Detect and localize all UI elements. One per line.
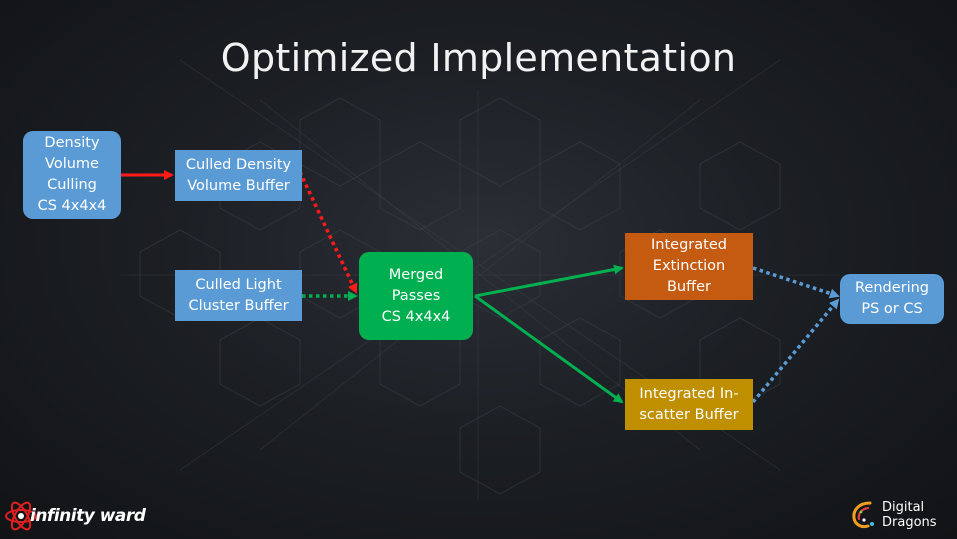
infinity-ward-wordmark: infinity ward bbox=[30, 506, 146, 526]
slide-title: Optimized Implementation bbox=[220, 36, 737, 80]
digital-dragons-logo: Digital Dragons bbox=[850, 497, 955, 533]
node-merged-passes: Merged Passes CS 4x4x4 bbox=[359, 252, 473, 340]
node-integrated-inscatter-buffer: Integrated In- scatter Buffer bbox=[625, 379, 753, 430]
edge-extinction-to-rendering bbox=[752, 266, 840, 299]
node-density-volume-culling: Density Volume Culling CS 4x4x4 bbox=[23, 131, 121, 219]
edge-merged-to-inscatter bbox=[474, 294, 624, 404]
digital-dragons-wordmark: Digital Dragons bbox=[882, 500, 937, 530]
node-integrated-extinction-buffer: Integrated Extinction Buffer bbox=[625, 233, 753, 300]
atom-icon bbox=[5, 501, 37, 531]
infinity-ward-logo: infinity ward bbox=[4, 496, 146, 536]
node-culled-density-volume-buffer: Culled Density Volume Buffer bbox=[175, 150, 302, 201]
edge-density-buffer-to-merged bbox=[298, 171, 358, 294]
node-rendering: Rendering PS or CS bbox=[840, 274, 944, 324]
node-culled-light-cluster-buffer: Culled Light Cluster Buffer bbox=[175, 270, 302, 321]
dragon-swirl-icon bbox=[852, 501, 874, 529]
edge-inscatter-to-rendering bbox=[751, 298, 840, 404]
edge-merged-to-extinction bbox=[474, 264, 624, 298]
